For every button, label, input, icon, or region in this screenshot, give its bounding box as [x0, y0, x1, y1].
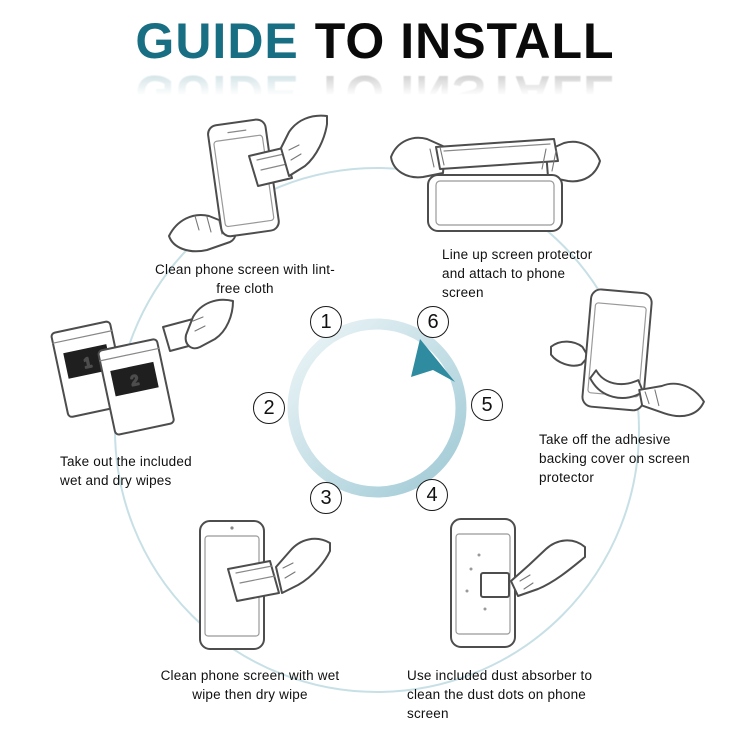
illustration-step-4 — [425, 513, 588, 666]
step-number-6: 6 — [417, 306, 449, 338]
thumb-icon — [550, 340, 590, 367]
step-number-2: 2 — [253, 392, 285, 424]
dust-absorber-icon — [480, 572, 510, 598]
hand-icon — [510, 539, 586, 597]
step-caption-1: Clean phone screen with lint-free cloth — [155, 262, 335, 296]
step-caption-3: Clean phone screen with wet wipe then dr… — [160, 668, 340, 702]
cloth-icon — [248, 147, 293, 187]
illustration-step-6 — [388, 103, 603, 246]
step-caption-5: Take off the adhesive backing cover on s… — [539, 432, 690, 485]
page-title: GUIDE TO INSTALL GUIDE TO INSTALL — [0, 16, 750, 121]
step-number-3: 3 — [310, 482, 342, 514]
step-caption-6: Line up screen protector and attach to p… — [442, 247, 593, 300]
screen-protector-icon — [435, 138, 559, 170]
wipes-packet-icon: 2 — [97, 338, 175, 436]
step-number-4: 4 — [416, 479, 448, 511]
hand-icon — [280, 114, 328, 177]
step-number-1: 1 — [310, 306, 342, 338]
phone-icon — [427, 174, 563, 232]
film-flap-icon — [589, 369, 645, 399]
wipe-icon — [227, 560, 280, 602]
step-caption-2: Take out the included wet and dry wipes — [60, 454, 192, 488]
hand-icon — [545, 140, 601, 183]
hand-icon — [275, 537, 331, 594]
illustration-step-2: 1 2 — [45, 293, 235, 446]
direction-arrow-icon — [411, 339, 455, 382]
title-accent: GUIDE — [135, 13, 299, 69]
illustration-step-3 — [170, 515, 333, 668]
hand-icon — [638, 382, 705, 418]
title-rest: TO INSTALL — [314, 13, 615, 69]
hand-icon — [184, 298, 234, 350]
step-number-5: 5 — [471, 389, 503, 421]
inner-ring — [287, 318, 467, 498]
illustration-step-1 — [165, 110, 330, 258]
title-main: GUIDE TO INSTALL — [0, 16, 750, 66]
step-caption-4: Use included dust absorber to clean the … — [407, 668, 593, 721]
illustration-step-5 — [543, 286, 708, 436]
hand-icon — [390, 136, 446, 179]
